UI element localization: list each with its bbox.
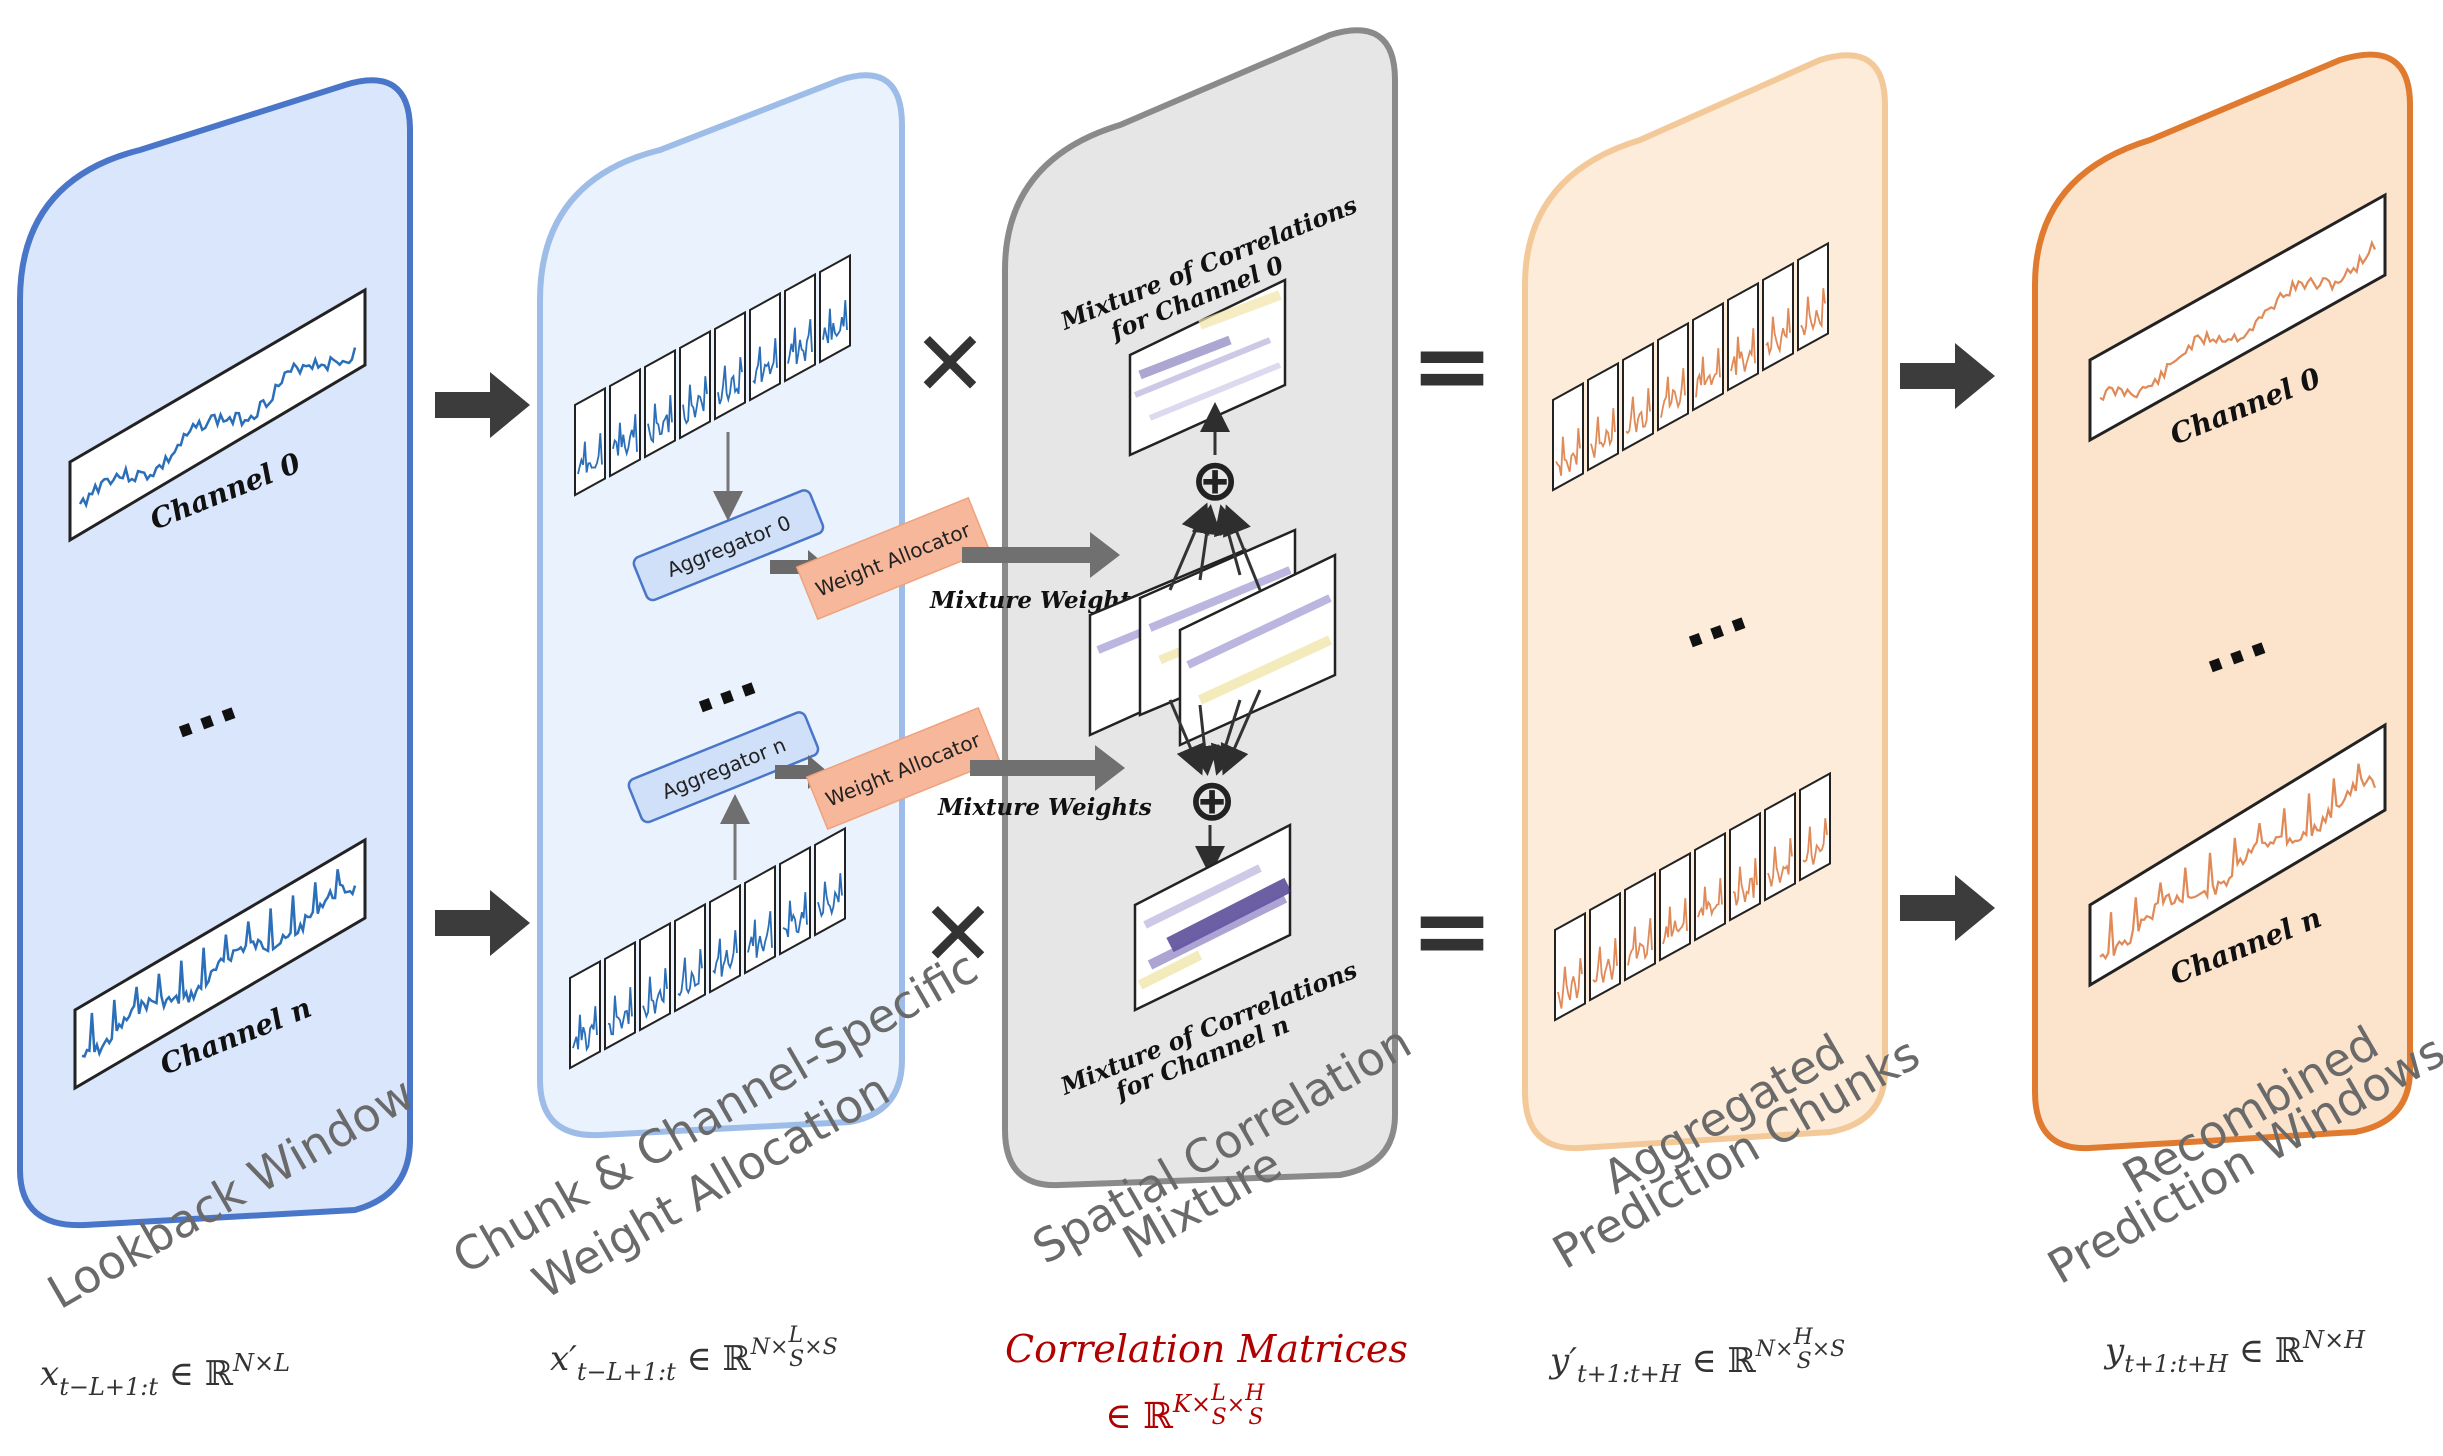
- prediction-channel-0-chunk-series: [1660, 368, 1686, 418]
- prediction-channel-0-chunk-series: [1555, 428, 1581, 476]
- input-channel-n-chunk-series: [607, 987, 633, 1036]
- input-channel-0-chunk-series: [612, 414, 638, 457]
- oplus-top-icon: ⊕: [1191, 446, 1240, 514]
- prediction-channel-n-chunk-series: [1767, 838, 1793, 887]
- input-channel-0-chunk-series: [577, 433, 603, 475]
- input-channel-0-chunk-box: [819, 253, 851, 364]
- lookback-channel-0-plot: [68, 287, 367, 543]
- input-channel-0-chunk-series: [682, 376, 708, 425]
- aggregated-row-channel-0: [1552, 241, 1829, 492]
- matrix-to-oplus-top-arrows: [1168, 502, 1262, 591]
- lookback-channel-n-series: [81, 869, 357, 1058]
- correlation-matrices-stack: [1088, 528, 1337, 747]
- prediction-channel-0-chunk-series: [1590, 408, 1616, 458]
- formula-lookback: xt−L+1:t ∈ ℝN×L: [40, 1349, 290, 1401]
- mixture-weights-0-arrow: [962, 532, 1120, 578]
- mixture-weights-n-label: Mixture Weights: [937, 794, 1152, 821]
- prediction-channel-0-chunk-box: [1657, 321, 1689, 432]
- chunk-row-channel-0: [574, 253, 851, 497]
- input-channel-n-chunk-box: [639, 921, 671, 1032]
- input-channel-n-chunk-series: [782, 892, 808, 938]
- input-channel-0-chunk-series: [647, 395, 673, 444]
- recombined-channel-n-plot: [2088, 722, 2387, 988]
- prediction-channel-n-chunk-series: [1732, 858, 1758, 906]
- arrow-lookback-to-chunk-top: [435, 372, 530, 438]
- recombined-windows-panel: [2032, 51, 2413, 1152]
- prediction-channel-0-chunk-series: [1765, 308, 1791, 357]
- formula-correlation-title: Correlation Matrices: [1005, 1327, 1408, 1371]
- equals-operator-bottom: =: [1410, 872, 1494, 989]
- input-channel-n-chunk-series: [572, 1006, 598, 1053]
- matrix-to-oplus-bottom-arrows: [1168, 689, 1262, 776]
- formula-recombined: yt+1:t+H ∈ ℝN×H: [2103, 1326, 2366, 1378]
- recombined-channel-n-series: [2099, 763, 2377, 961]
- input-channel-0-chunk-series: [787, 319, 813, 365]
- mixture-weights-n-arrow: [970, 745, 1125, 791]
- input-channel-n-chunk-box: [744, 864, 776, 975]
- input-channel-0-chunk-series: [822, 300, 848, 344]
- input-channel-n-chunk-series: [817, 873, 843, 919]
- mixture-channel-n-heatmap: [1133, 822, 1292, 1012]
- input-channel-0-chunk-series: [752, 338, 778, 385]
- input-channel-n-chunk-series: [747, 911, 773, 958]
- prediction-channel-0-chunk-series: [1695, 348, 1721, 398]
- prediction-channel-n-chunk-series: [1802, 818, 1828, 865]
- recombined-channel-0-plot: [2088, 192, 2387, 443]
- input-channel-n-chunk-series: [677, 949, 703, 997]
- prediction-channel-n-chunk-series: [1557, 958, 1583, 1009]
- prediction-channel-n-chunk-series: [1662, 898, 1688, 945]
- input-channel-0-chunk-box: [679, 329, 711, 440]
- recombined-channel-0-series: [2099, 239, 2376, 402]
- prediction-channel-0-chunk-series: [1625, 388, 1651, 435]
- input-channel-0-chunk-box: [749, 291, 781, 402]
- input-channel-n-chunk-series: [712, 930, 738, 977]
- input-channel-n-chunk-box: [709, 883, 741, 994]
- lookback-channel-n-plot: [73, 837, 367, 1091]
- prediction-channel-n-chunk-series: [1592, 938, 1618, 983]
- input-channel-0-chunk-box: [784, 272, 816, 383]
- arrow-aggregated-to-recombined-top: [1900, 343, 1995, 409]
- input-channel-0-chunk-box: [644, 348, 676, 459]
- input-channel-n-chunk-series: [642, 968, 668, 1020]
- prediction-channel-0-chunk-series: [1730, 328, 1756, 375]
- prediction-channel-n-chunk-series: [1627, 918, 1653, 966]
- arrow-aggregated-to-recombined-bottom: [1900, 875, 1995, 941]
- lookback-channel-0-series: [78, 347, 357, 509]
- mixture-channel-0-heatmap: [1128, 278, 1287, 457]
- input-channel-n-chunk-box: [779, 845, 811, 956]
- arrow-lookback-to-chunk-bottom: [435, 890, 530, 956]
- chunk-row-channel-n: [569, 826, 846, 1070]
- input-channel-0-chunk-box: [574, 386, 606, 497]
- prediction-channel-n-chunk-series: [1697, 878, 1723, 918]
- multiply-operator-top: ✕: [912, 312, 987, 417]
- input-channel-0-chunk-series: [717, 357, 743, 405]
- multiply-operator-bottom: ✕: [920, 882, 995, 987]
- aggregated-row-channel-n: [1554, 771, 1831, 1022]
- equals-operator-top: =: [1410, 307, 1494, 424]
- prediction-channel-0-chunk-series: [1800, 288, 1826, 336]
- oplus-bottom-icon: ⊕: [1188, 766, 1237, 834]
